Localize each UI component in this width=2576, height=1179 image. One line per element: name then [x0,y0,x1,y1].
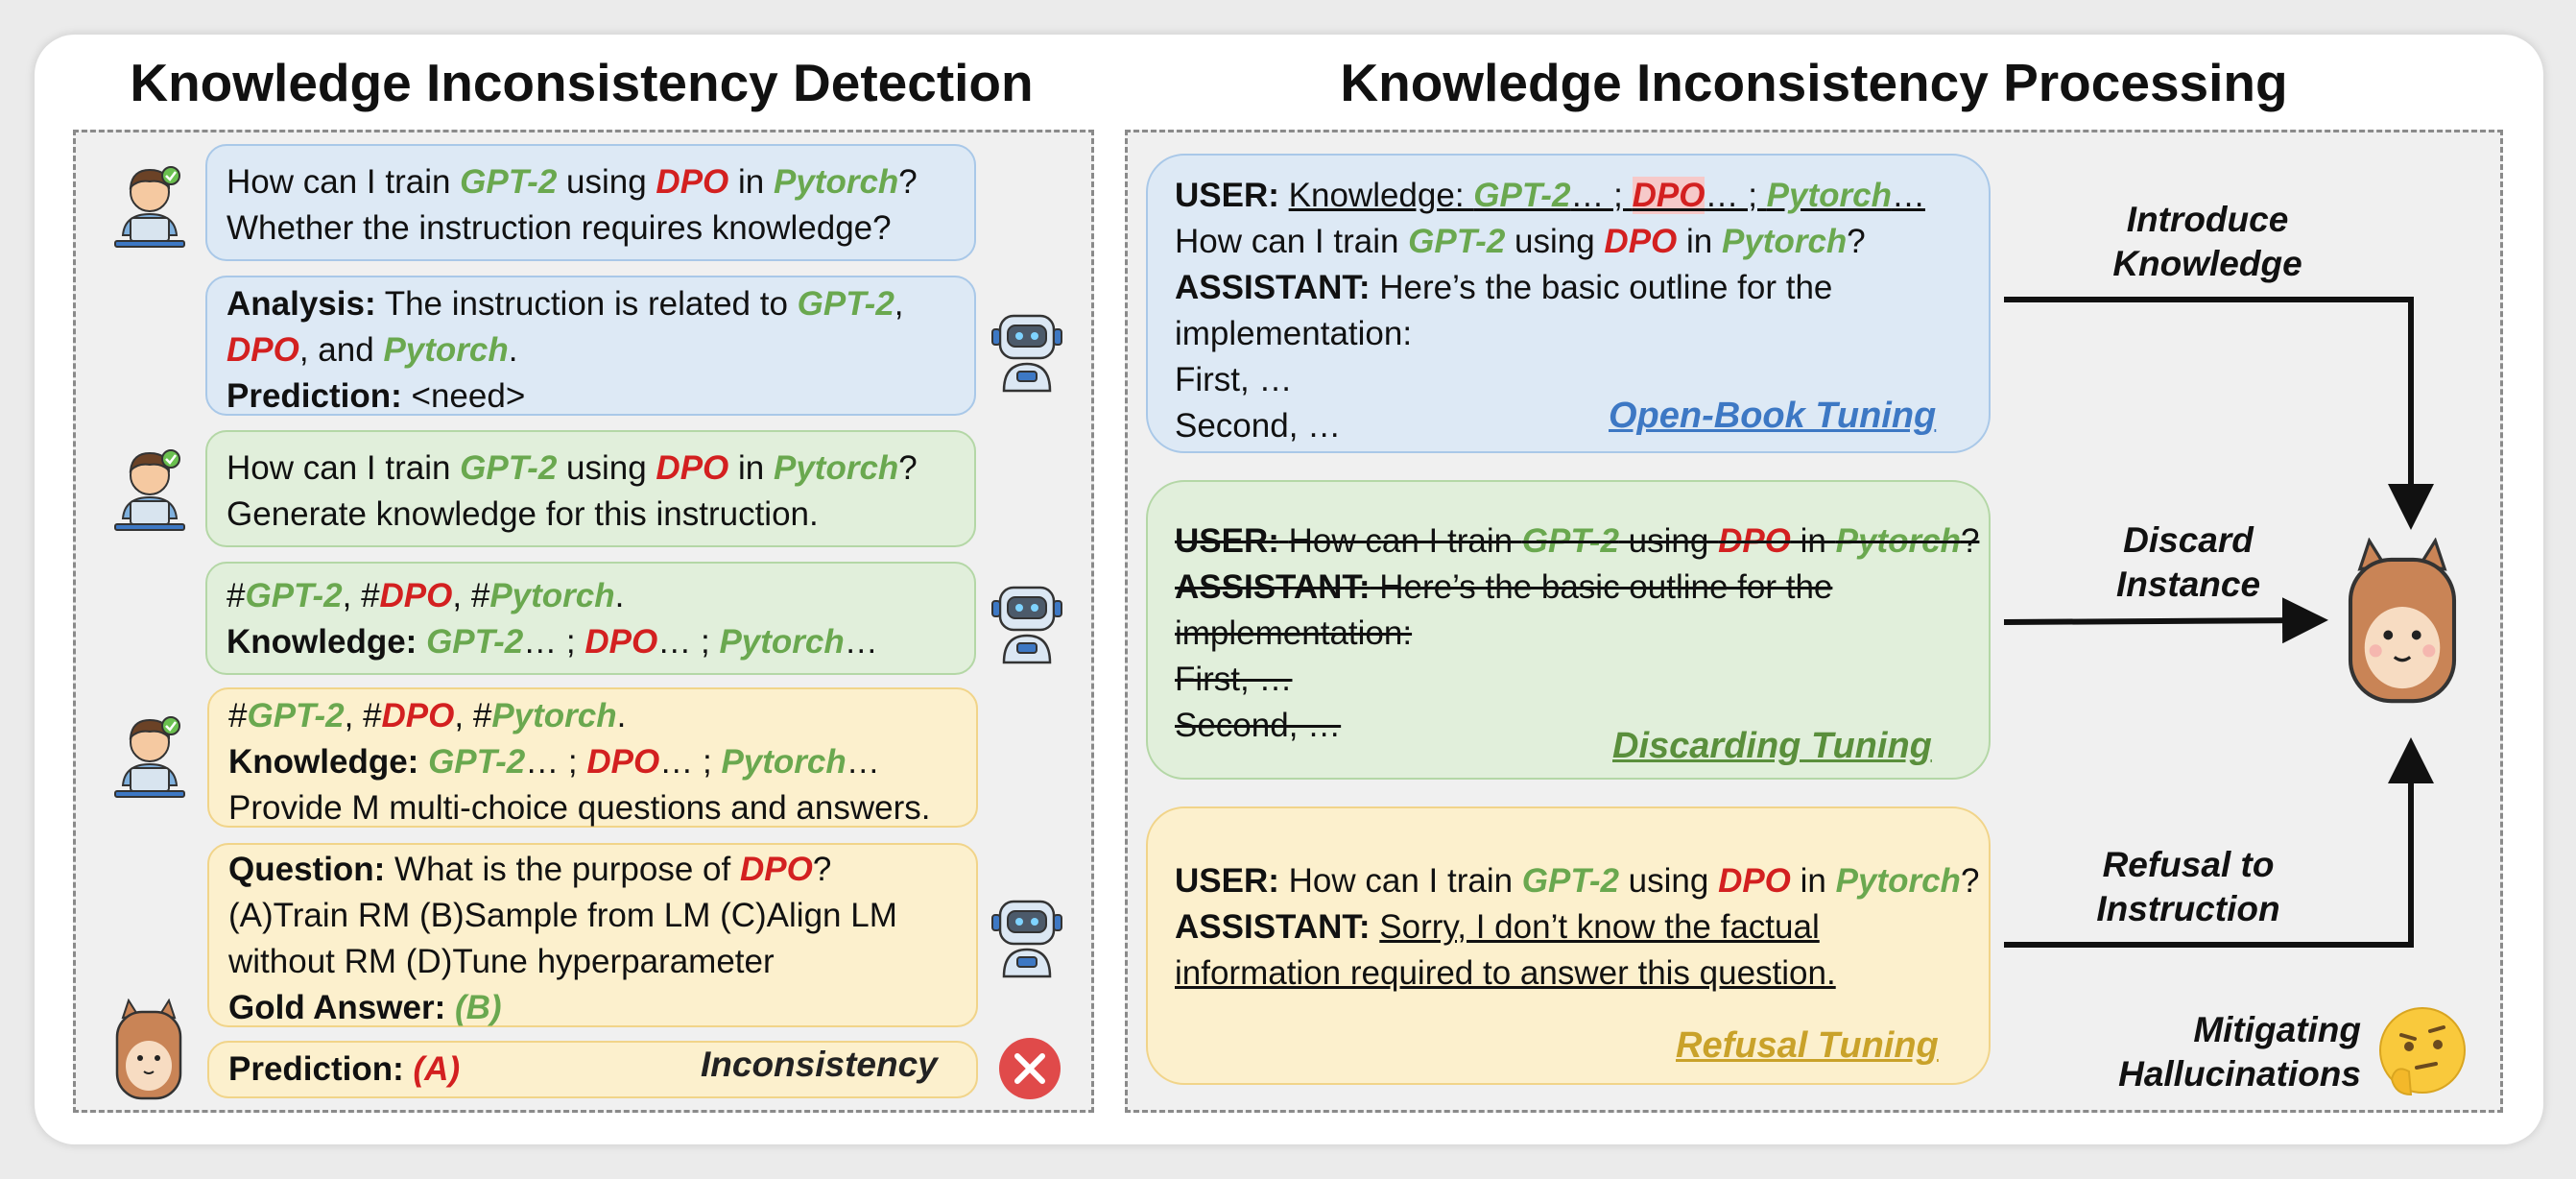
refusal-example: USER: How can I train GPT-2 using DPO in… [1146,806,1991,1085]
robot-icon [991,900,1062,978]
assistant-mcq: Question: What is the purpose of DPO? (A… [207,843,978,1027]
discarding-example: USER: How can I train GPT-2 using DPO in… [1146,480,1991,780]
flow-arrows [2003,297,2434,948]
inconsistency-label: Inconsistency [701,1045,938,1084]
user-query-generate-knowledge: How can I train GPT-2 using DPO in Pytor… [205,430,976,547]
llama-icon [2348,538,2457,704]
open-book-tuning-label: Open-Book Tuning [1609,396,1937,436]
refusal-tuning-label: Refusal Tuning [1676,1025,1939,1066]
robot-icon [991,586,1062,664]
user-query-knowledge-check: How can I train GPT-2 using DPO in Pytor… [205,144,976,261]
discarding-tuning-label: Discarding Tuning [1612,726,1932,766]
user-laptop-icon [114,449,185,531]
user-laptop-icon [114,716,185,798]
left-title: Knowledge Inconsistency Detection [130,53,1034,112]
assistant-knowledge: #GPT-2, #DPO, #Pytorch. Knowledge: GPT-2… [205,562,976,675]
model-prediction: Prediction: (A) [207,1041,978,1098]
error-x-icon [999,1038,1061,1099]
open-book-example: USER: Knowledge: GPT-2… ; DPO… ; Pytorch… [1146,154,1991,453]
assistant-analysis: Analysis: The instruction is related to … [205,276,976,416]
thinking-face-icon [2379,1007,2466,1096]
right-title: Knowledge Inconsistency Processing [1340,53,2288,112]
user-request-mcq: #GPT-2, #DPO, #Pytorch. Knowledge: GPT-2… [207,687,978,828]
llama-icon [115,999,182,1100]
robot-icon [991,314,1062,393]
user-laptop-icon [114,166,185,248]
